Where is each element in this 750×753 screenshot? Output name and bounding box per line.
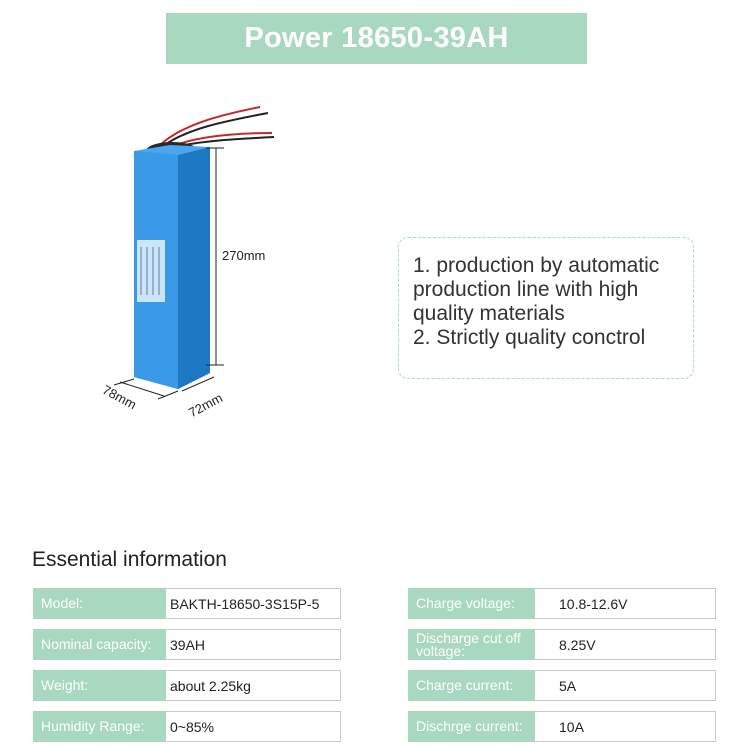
page-title: Power 18650-39AH — [244, 22, 509, 54]
description-box: 1. production by automatic production li… — [398, 237, 694, 379]
spec-row-discharge-cutoff-voltage: Discharge cut off voltage: 8.25V — [408, 629, 716, 660]
spec-label: Weight: — [33, 670, 166, 701]
spec-label: Dischrge current: — [408, 711, 535, 742]
battery-pack-illustration — [113, 106, 275, 400]
title-banner: Power 18650-39AH — [166, 13, 587, 64]
section-title: Essential information — [32, 548, 227, 571]
spec-row-charge-voltage: Charge voltage: 10.8-12.6V — [408, 588, 716, 619]
spec-value: 10A — [535, 711, 716, 742]
spec-label: Charge voltage: — [408, 588, 535, 619]
spec-value: about 2.25kg — [166, 670, 341, 701]
spec-label: Charge current: — [408, 670, 535, 701]
spec-value: BAKTH-18650-3S15P-5 — [166, 588, 341, 619]
description-line: quality materials — [413, 302, 565, 325]
spec-value: 8.25V — [535, 629, 716, 660]
spec-label: Nominal capacity: — [33, 629, 166, 660]
description-line: 1. production by automatic — [413, 254, 660, 277]
spec-value: 0~85% — [166, 711, 341, 742]
spec-row-humidity-range: Humidity Range: 0~85% — [33, 711, 341, 742]
height-dimension-label: 270mm — [222, 248, 266, 263]
spec-value: 10.8-12.6V — [535, 588, 716, 619]
spec-row-discharge-current: Dischrge current: 10A — [408, 711, 716, 742]
spec-value: 5A — [535, 670, 716, 701]
spec-row-weight: Weight: about 2.25kg — [33, 670, 341, 701]
product-image: 270mm 78mm 72mm — [100, 85, 290, 420]
spec-row-nominal-capacity: Nominal capacity: 39AH — [33, 629, 341, 660]
spec-label: Discharge cut off voltage: — [408, 629, 535, 660]
spec-label: Humidity Range: — [33, 711, 166, 742]
spec-row-charge-current: Charge current: 5A — [408, 670, 716, 701]
spec-row-model: Model: BAKTH-18650-3S15P-5 — [33, 588, 341, 619]
spec-label: Model: — [33, 588, 166, 619]
spec-value: 39AH — [166, 629, 341, 660]
description-line: production line with high — [413, 278, 639, 301]
description-line: 2. Strictly quality conctrol — [413, 326, 646, 349]
